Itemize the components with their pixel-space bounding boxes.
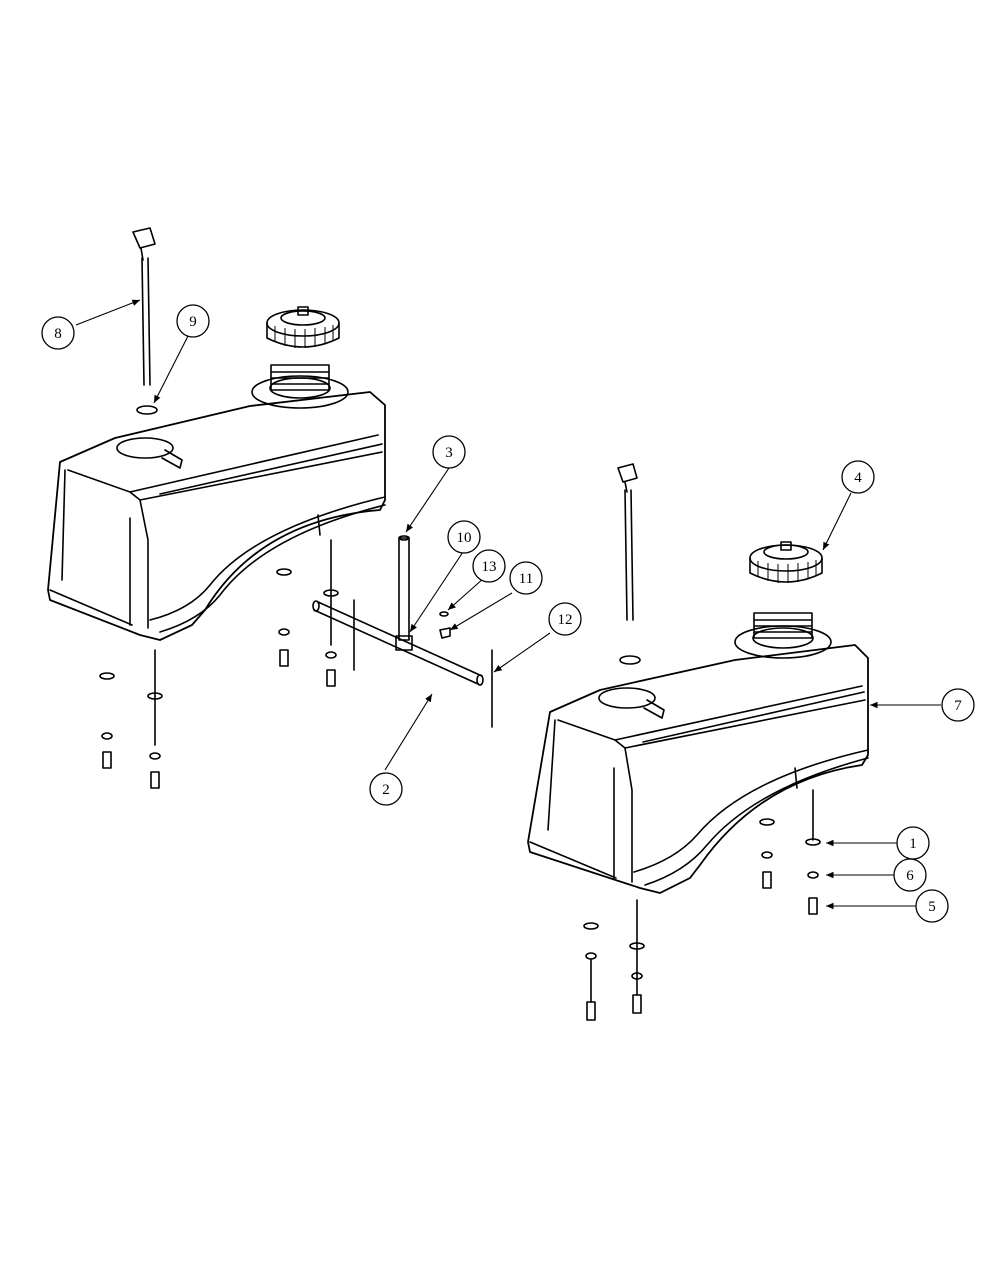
right-tank-hardware bbox=[583, 789, 821, 1021]
callout-2: 2 bbox=[369, 772, 403, 806]
right-fuel-cap bbox=[749, 541, 823, 583]
callout-10: 10 bbox=[447, 520, 481, 554]
svg-text:9: 9 bbox=[189, 314, 197, 330]
svg-text:4: 4 bbox=[854, 470, 862, 486]
svg-text:11: 11 bbox=[519, 571, 533, 587]
svg-text:3: 3 bbox=[445, 445, 453, 461]
callout-7: 7 bbox=[941, 688, 975, 722]
callout-5: 5 bbox=[915, 889, 949, 923]
callout-6: 6 bbox=[893, 858, 927, 892]
svg-text:13: 13 bbox=[482, 559, 497, 575]
svg-text:2: 2 bbox=[382, 782, 390, 798]
svg-text:1: 1 bbox=[909, 836, 917, 852]
left-fuel-cap bbox=[266, 306, 340, 348]
left-tank-hardware bbox=[99, 539, 355, 789]
callout-13: 13 bbox=[472, 549, 506, 583]
svg-text:8: 8 bbox=[54, 326, 62, 342]
left-fuel-tank bbox=[47, 364, 386, 641]
svg-text:6: 6 bbox=[906, 868, 914, 884]
callout-1: 1 bbox=[896, 826, 930, 860]
left-fuel-sender bbox=[132, 227, 158, 415]
right-fuel-tank bbox=[527, 612, 869, 894]
callout-8: 8 bbox=[41, 316, 75, 350]
crossover-fuel-line bbox=[312, 535, 493, 728]
callout-11: 11 bbox=[509, 561, 543, 595]
svg-text:7: 7 bbox=[954, 698, 962, 714]
callout-9: 9 bbox=[176, 304, 210, 338]
callout-4: 4 bbox=[841, 460, 875, 494]
callout-12: 12 bbox=[548, 602, 582, 636]
callout-3: 3 bbox=[432, 435, 466, 469]
svg-text:12: 12 bbox=[558, 612, 573, 628]
svg-text:10: 10 bbox=[457, 530, 472, 546]
callouts bbox=[75, 299, 941, 910]
right-fuel-sender bbox=[617, 463, 641, 665]
svg-text:5: 5 bbox=[928, 899, 936, 915]
